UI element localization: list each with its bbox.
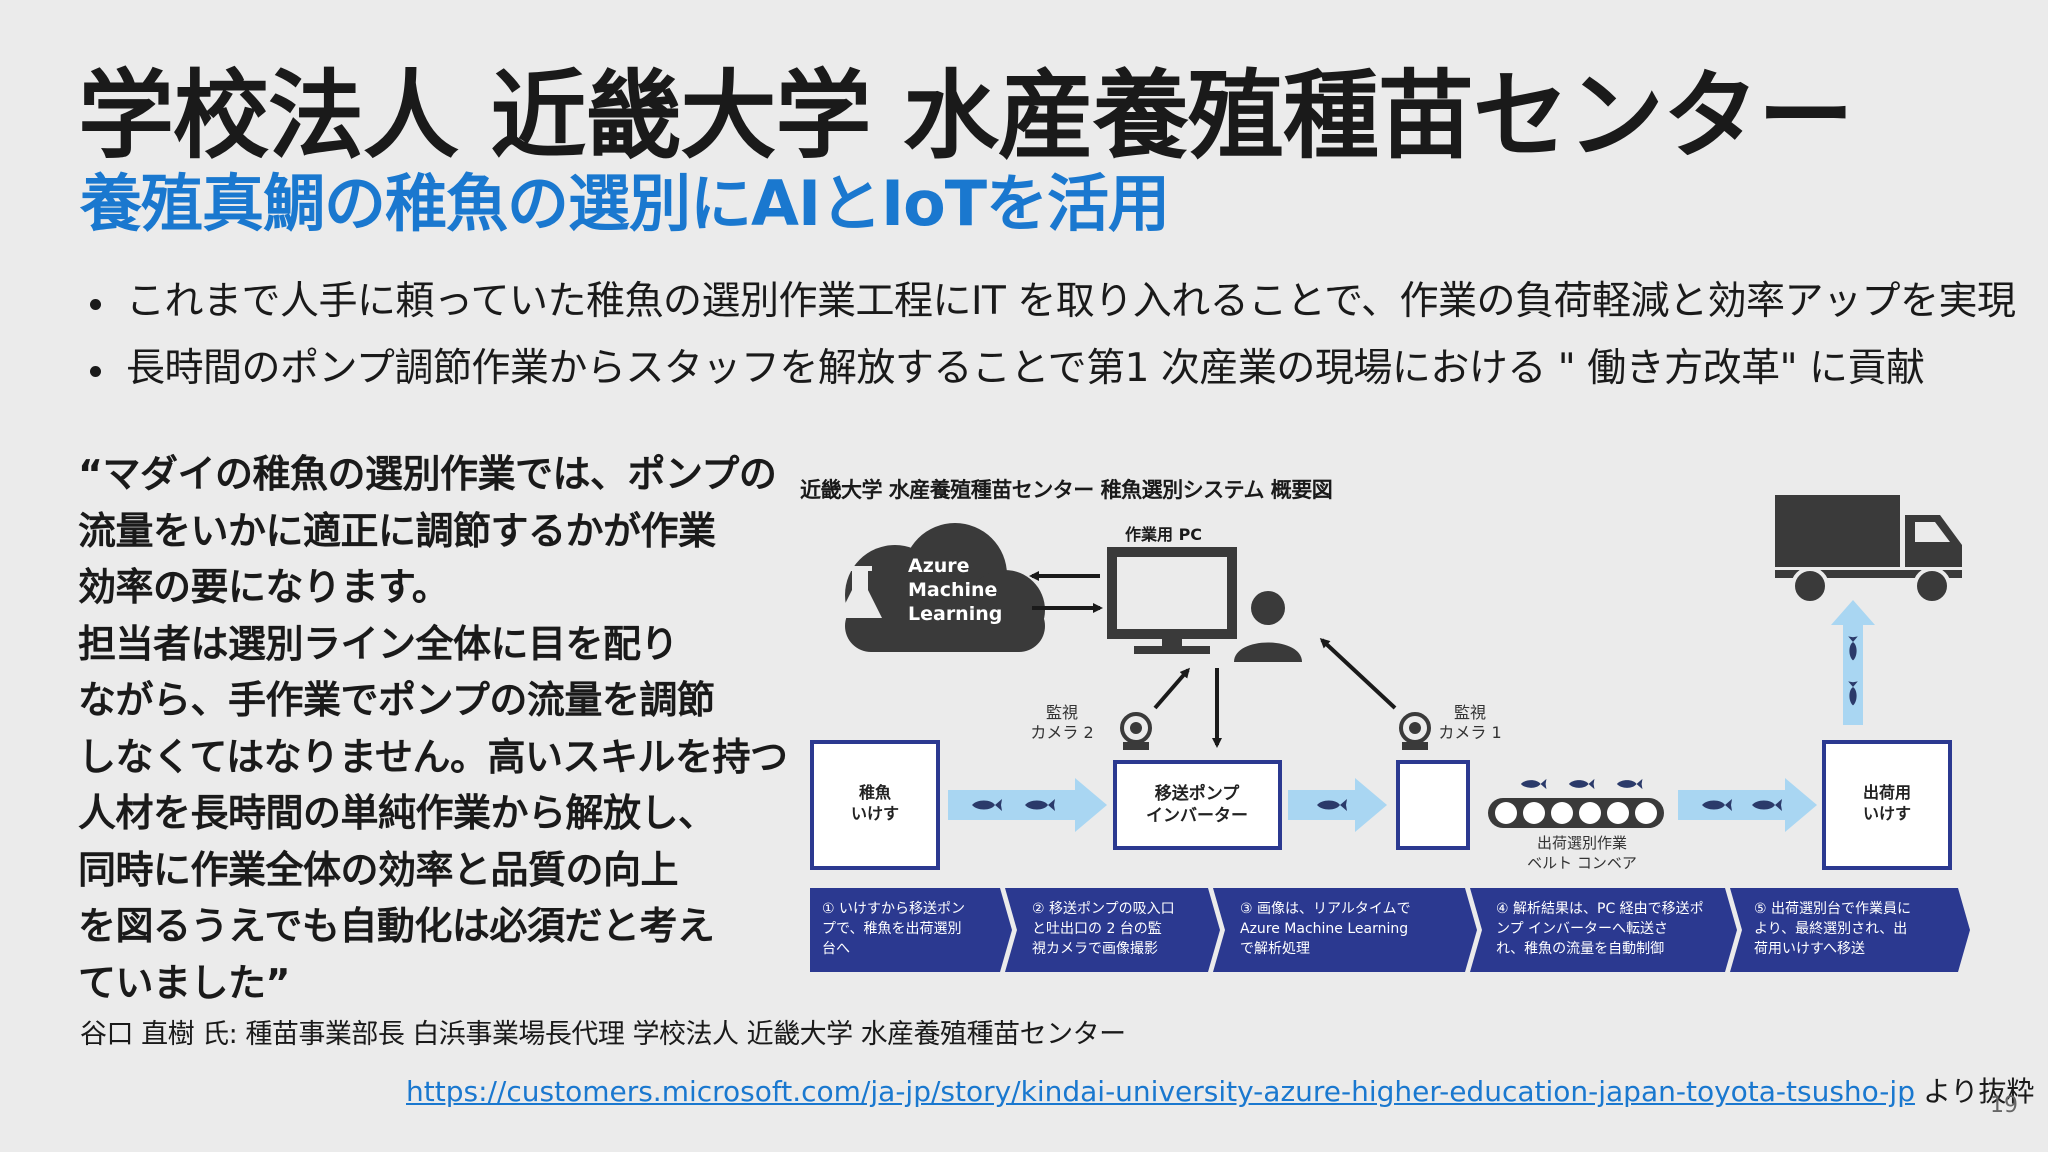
step-chevron-4 xyxy=(1470,888,1737,972)
source-link[interactable]: https://customers.microsoft.com/ja-jp/st… xyxy=(406,1075,1915,1108)
quote-line: 担当者は選別ライン全体に目を配り xyxy=(78,621,679,666)
step-text: Azure Machine Learning xyxy=(1240,921,1408,937)
shipping-tank-box xyxy=(1822,740,1952,870)
quote-line: ていました” xyxy=(78,960,290,1005)
pc-label: 作業用 PC xyxy=(1125,525,1202,544)
conveyor-belt-icon xyxy=(1488,778,1664,828)
source-suffix: より抜粋 xyxy=(1922,1075,2035,1108)
step-text: と吐出口の 2 台の監 xyxy=(1032,920,1162,937)
quote-line: 流量をいかに適正に調節するかが作業 xyxy=(78,508,716,553)
step-text: プで、稚魚を出荷選別 xyxy=(822,921,961,937)
customer-quote: “マダイの稚魚の選別作業では、ポンプの 流量をいかに適正に調節するかが作業 効率… xyxy=(78,446,788,1011)
fry-tank-label: いけす xyxy=(851,804,899,823)
quote-line: 人材を長時間の単純作業から解放し、 xyxy=(78,791,716,835)
step-chevron-3 xyxy=(1213,888,1477,972)
cloud-label: Azure xyxy=(908,555,970,577)
step-chevron-5 xyxy=(1730,888,1970,972)
system-overview-diagram: Azure Machine Learning 作業用 PC 監視 カメラ 2 xyxy=(810,495,1970,972)
camera1-label: カメラ 1 xyxy=(1438,723,1501,742)
quote-line: 同時に作業全体の効率と品質の向上 xyxy=(78,847,679,892)
shipping-tank-label: 出荷用 xyxy=(1863,783,1911,802)
shipping-tank-label: いけす xyxy=(1863,804,1911,823)
cloud-label: Learning xyxy=(908,603,1002,625)
step-text: より、最終選別され、出 xyxy=(1754,921,1907,937)
page-number: 19 xyxy=(1990,1093,2018,1118)
quote-line: 効率の要になります。 xyxy=(78,565,450,609)
pump-inverter-label: インバーター xyxy=(1146,806,1248,826)
pump-inverter-box xyxy=(1113,760,1282,850)
cloud-label: Machine xyxy=(908,579,997,601)
step-band xyxy=(810,888,1970,972)
camera2-to-pc-arrow xyxy=(1153,667,1190,710)
quote-line: “マダイの稚魚の選別作業では、ポンプの xyxy=(78,452,777,496)
camera2-icon xyxy=(1120,712,1152,750)
quote-line: しなくてはなりません。高いスキルを持つ xyxy=(78,734,788,779)
diagram-title: 近畿大学 水産養殖種苗センター 稚魚選別システム 概要図 xyxy=(800,478,1333,502)
step-text: ① いけすから移送ポン xyxy=(822,901,965,917)
camera2-label: カメラ 2 xyxy=(1030,723,1093,742)
bullet-item: 長時間のポンプ調節作業からスタッフを解放することで第1 次産業の現場における "… xyxy=(84,349,2016,388)
camera2-label: 監視 xyxy=(1046,703,1078,722)
step-chevron-2 xyxy=(1005,888,1220,972)
step-text: ンプ インバーターへ転送さ xyxy=(1496,921,1668,937)
up-arrow-to-truck xyxy=(1831,600,1875,725)
step-text: ③ 画像は、リアルタイムで xyxy=(1240,901,1411,917)
step-text: れ、稚魚の流量を自動制御 xyxy=(1496,941,1664,957)
quote-line: を図るうえでも自動化は必須だと考え xyxy=(78,904,715,948)
fry-tank-label: 稚魚 xyxy=(859,783,891,802)
camera-unit-box xyxy=(1396,760,1470,850)
pump-inverter-label: 移送ポンプ xyxy=(1155,783,1240,804)
source-citation: https://customers.microsoft.com/ja-jp/st… xyxy=(406,1070,2034,1110)
step-text: で解析処理 xyxy=(1240,941,1310,957)
user-icon xyxy=(1234,591,1302,662)
flow-arrow-1 xyxy=(948,778,1107,832)
step-text: ⑤ 出荷選別台で作業員に xyxy=(1754,901,1911,917)
flow-arrow-2 xyxy=(1288,778,1387,832)
flow-arrow-3 xyxy=(1678,778,1817,832)
camera1-icon xyxy=(1399,712,1431,750)
step-chevron-1 xyxy=(810,888,1012,972)
quote-attribution: 谷口 直樹 氏: 種苗事業部長 白浜事業場長代理 学校法人 近畿大学 水産養殖種… xyxy=(80,1019,1126,1050)
conveyor-label: ベルト コンベア xyxy=(1527,854,1637,872)
step-text: 台へ xyxy=(822,941,850,957)
step-text: 視カメラで画像撮影 xyxy=(1032,940,1158,957)
truck-icon xyxy=(1775,495,1962,605)
conveyor-label: 出荷選別作業 xyxy=(1537,834,1627,852)
pc-monitor-icon xyxy=(1107,547,1237,654)
bullet-list: これまで人手に頼っていた稚魚の選別作業工程にIT を取り入れることで、作業の負荷… xyxy=(84,282,2016,416)
fry-tank-box xyxy=(810,740,940,870)
camera1-label: 監視 xyxy=(1454,703,1486,722)
step-text: ② 移送ポンプの吸入口 xyxy=(1032,901,1175,917)
quote-line: ながら、手作業でポンプの流量を調節 xyxy=(78,678,715,722)
slide-subtitle: 養殖真鯛の稚魚の選別にAIとIoTを活用 xyxy=(80,167,1170,240)
camera1-to-pc-arrow xyxy=(1319,637,1397,710)
slide-title: 学校法人 近畿大学 水産養殖種苗センター xyxy=(78,60,1854,172)
step-text: 荷用いけすへ移送 xyxy=(1754,941,1865,957)
bullet-item: これまで人手に頼っていた稚魚の選別作業工程にIT を取り入れることで、作業の負荷… xyxy=(84,282,2016,321)
cloud-pc-arrows xyxy=(1029,571,1103,613)
azure-cloud-icon xyxy=(838,523,1045,652)
step-text: ④ 解析結果は、PC 経由で移送ポ xyxy=(1496,901,1704,917)
